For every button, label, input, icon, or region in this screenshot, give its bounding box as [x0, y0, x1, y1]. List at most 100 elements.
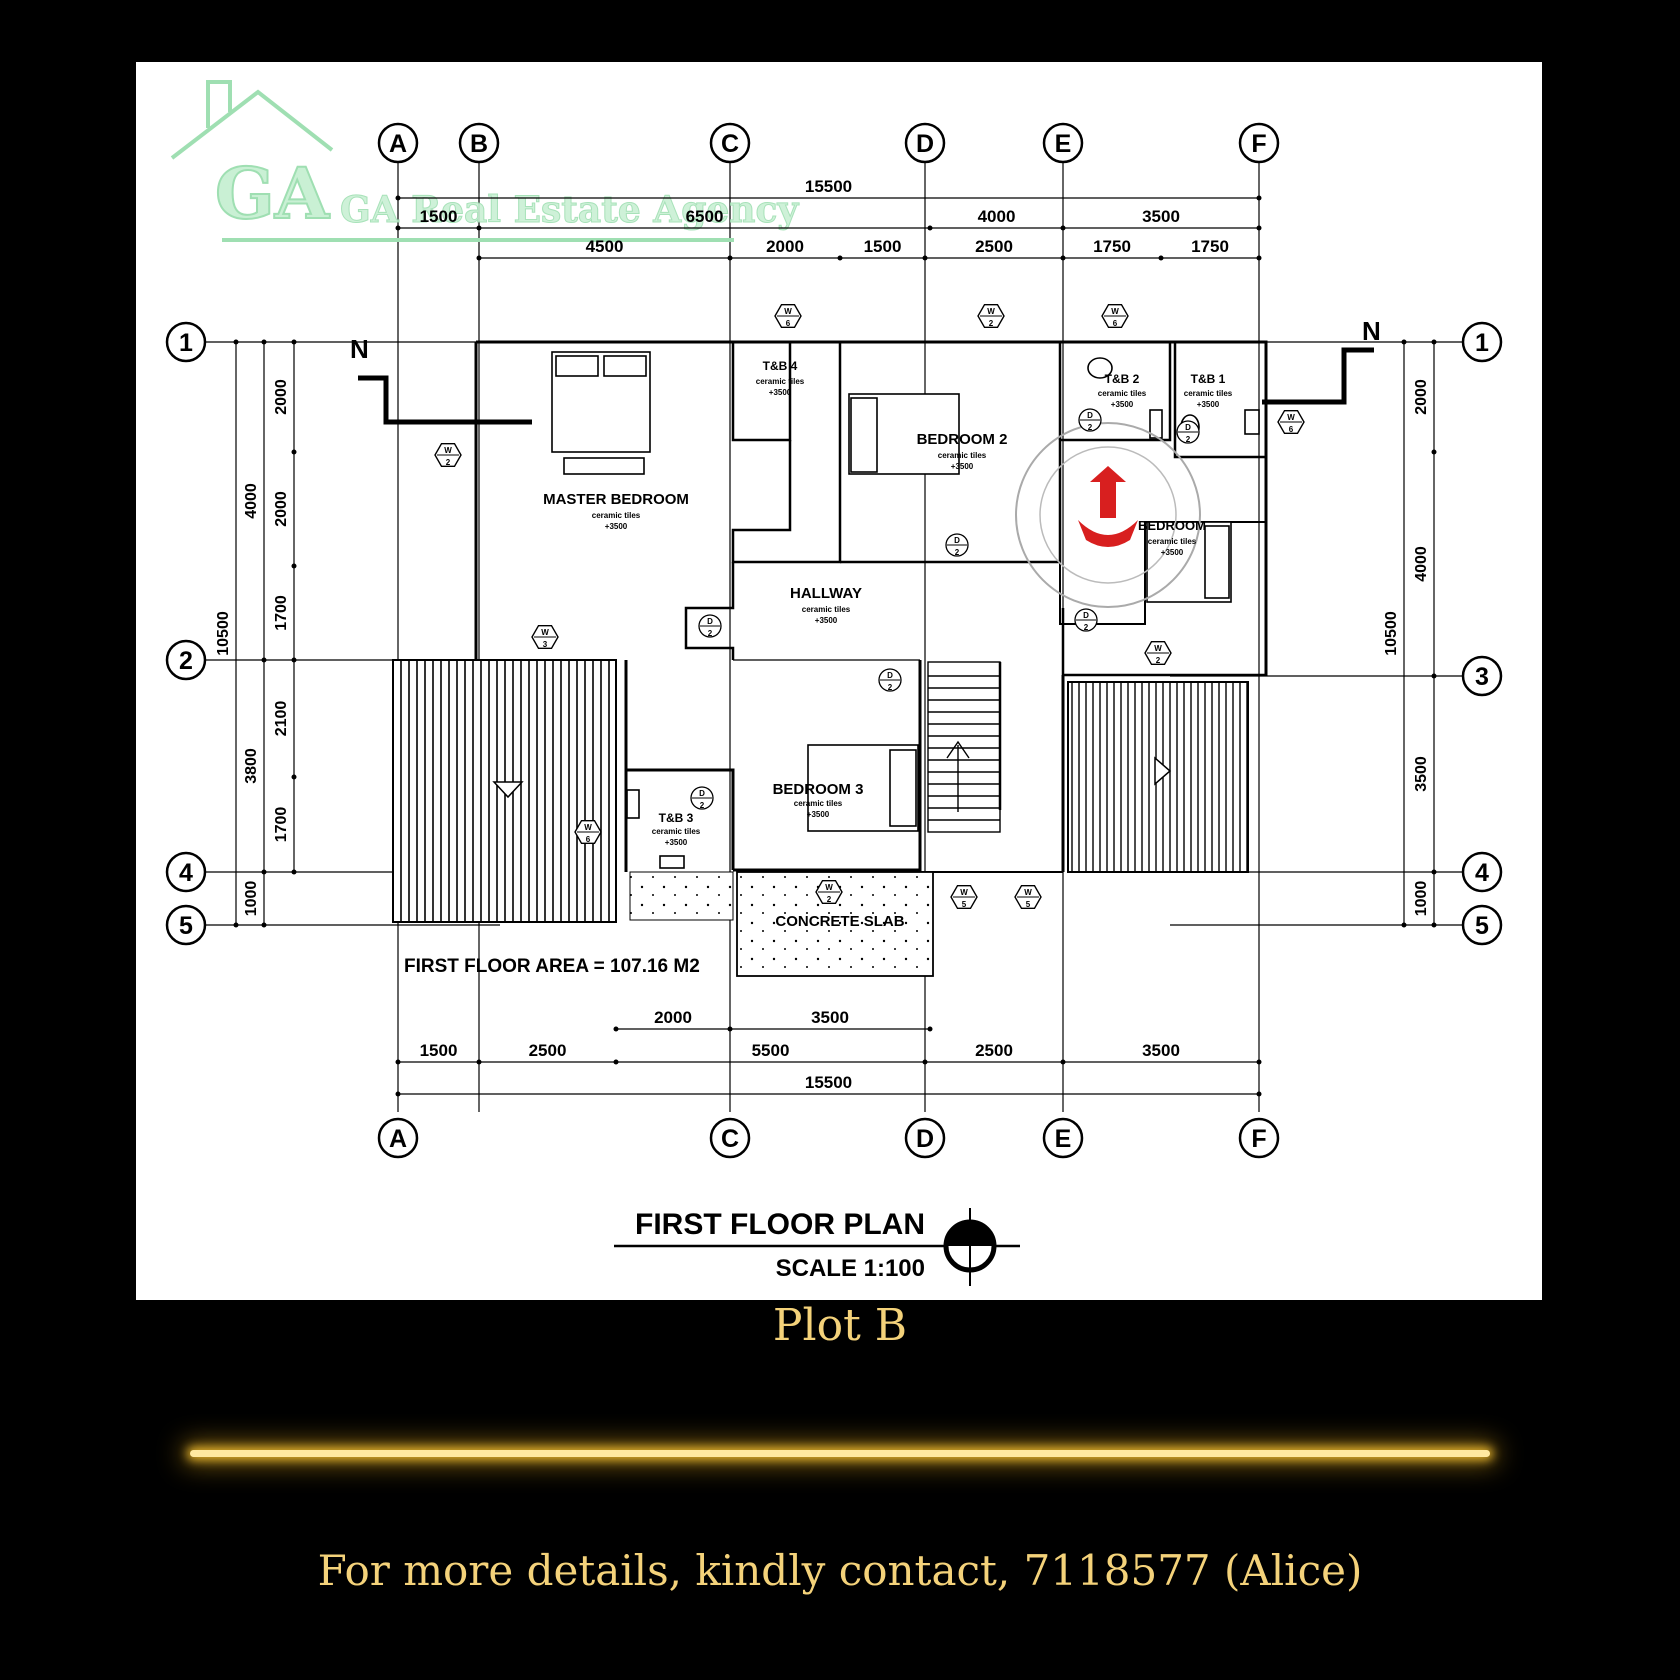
dim-left-seg-value: 4000 [243, 483, 260, 519]
door-tag-number: 2 [708, 629, 713, 638]
dim-bottom-row2-tick [476, 1059, 482, 1065]
dim-top-row2-value: 4000 [978, 207, 1016, 226]
grid-bubble-d: D [904, 122, 946, 164]
room-finish-text: ceramic tiles [802, 605, 851, 614]
room-level-text: +3500 [769, 388, 792, 397]
grid-bubble-label: 2 [179, 647, 193, 675]
dim-top-row3-value: 2500 [975, 237, 1013, 256]
deck-slope-arrow [492, 781, 524, 799]
dim-right-total-tick [1401, 922, 1407, 928]
grid-bubble-e: E [1042, 1117, 1084, 1159]
dim-bottom-row2-tick [922, 1059, 928, 1065]
svg-text:N: N [1362, 316, 1381, 346]
grid-bubble-label: E [1055, 1125, 1072, 1153]
plan-title: FIRST FLOOR PLAN [635, 1208, 925, 1241]
window-tag-letter: W [1154, 644, 1162, 653]
dim-top-row3-value: 1750 [1191, 237, 1229, 256]
dim-top-total-tick [395, 195, 401, 201]
room-label-tb4: T&B 4 [763, 359, 798, 373]
concrete-slab-small [629, 871, 734, 921]
room-level-text: +3500 [1197, 400, 1220, 409]
window-tag-letter: W [987, 307, 995, 316]
agency-watermark-logo: GA GA Real Estate Agency [170, 80, 800, 242]
dim-left-sub-value: 2100 [273, 701, 290, 737]
dim-top-row3-tick [837, 255, 843, 261]
grid-bubble-5: 5 [1461, 904, 1503, 946]
window-tag-letter: W [784, 307, 792, 316]
window-tag-number: 6 [786, 319, 791, 328]
grid-bubble-4: 4 [165, 851, 207, 893]
dim-top-row3-tick [727, 255, 733, 261]
grid-bubble-a: A [377, 122, 419, 164]
dim-top-row2-tick [1256, 225, 1262, 231]
door-tag-letter: D [1087, 411, 1093, 420]
dim-left-sub-value: 1700 [273, 595, 290, 631]
dim-left-sub-value: 2000 [273, 379, 290, 415]
dim-bottom-total-value: 15500 [805, 1073, 852, 1092]
room-level-text: +3500 [605, 522, 628, 531]
furniture [551, 351, 1260, 869]
grid-bubble-label: 4 [1475, 859, 1489, 887]
dim-right-total-tick [1401, 339, 1407, 345]
door-tag: D2 [878, 668, 902, 692]
grid-bubble-label: 1 [179, 329, 193, 357]
dim-top-row3-value: 1750 [1093, 237, 1131, 256]
window-tag-number: 6 [1289, 425, 1294, 434]
dim-top-row2-tick [395, 225, 401, 231]
grid-bubble-label: F [1251, 130, 1266, 158]
window-tag: W3 [531, 625, 559, 649]
dim-bottom-row1-value: 2000 [654, 1008, 692, 1027]
dim-right-seg-value: 1000 [1413, 881, 1430, 917]
window-tag-letter: W [1024, 888, 1032, 897]
window-tag: W2 [434, 443, 462, 467]
window-tag-number: 2 [446, 458, 451, 467]
room-finish-text: ceramic tiles [1184, 389, 1233, 398]
dim-left-sub-tick [291, 657, 297, 663]
room-finish-notes: ceramic tiles +3500 ceramic tiles +3500 cera… [592, 377, 1233, 847]
grid-bubble-label: B [470, 130, 488, 158]
dim-bottom-row2-tick [395, 1059, 401, 1065]
dim-top-total-tick [1256, 195, 1262, 201]
dim-right-seg-value: 2000 [1413, 379, 1430, 415]
door-tag-letter: D [1185, 423, 1191, 432]
dim-right-seg-value: 4000 [1413, 546, 1430, 582]
government-seal [1015, 422, 1201, 608]
window-tag-number: 6 [1113, 319, 1118, 328]
window-tag: W5 [1014, 885, 1042, 909]
room-label-tb1: T&B 1 [1191, 372, 1226, 386]
door-tag: D2 [1078, 408, 1102, 432]
window-tag: W6 [774, 304, 802, 328]
dim-bottom-row1-tick [613, 1026, 619, 1032]
dim-bottom-row1-tick [927, 1026, 933, 1032]
door-tag-letter: D [1083, 611, 1089, 620]
dim-left-sub-tick [291, 449, 297, 455]
dim-bottom-row2-value: 5500 [752, 1041, 790, 1060]
door-tag-letter: D [954, 536, 960, 545]
dim-top-row3-tick [476, 255, 482, 261]
window-tag: W6 [574, 820, 602, 844]
grid-bubble-label: 4 [179, 859, 193, 887]
window-tag-letter: W [1287, 413, 1295, 422]
door-tag: D2 [690, 786, 714, 810]
room-level-text: +3500 [951, 462, 974, 471]
window-tag: W6 [1277, 410, 1305, 434]
door-tag-number: 2 [1088, 423, 1093, 432]
room-finish-text: ceramic tiles [756, 377, 805, 386]
door-tag: D2 [698, 614, 722, 638]
dim-top-total-value: 15500 [805, 177, 852, 196]
dim-left-seg-tick [261, 339, 267, 345]
window-tag-letter: W [960, 888, 968, 897]
dim-right-seg-tick [1431, 339, 1437, 345]
dim-right-seg-value: 3500 [1413, 756, 1430, 792]
grid-bubble-5: 5 [165, 904, 207, 946]
dim-left-sub-tick [291, 869, 297, 875]
room-level-text: +3500 [807, 810, 830, 819]
grid-bubble-a: A [377, 1117, 419, 1159]
dim-left-sub-tick [291, 563, 297, 569]
grid-bubble-label: C [721, 1125, 739, 1153]
dim-right-seg-tick [1431, 869, 1437, 875]
window-tag-number: 5 [962, 900, 967, 909]
window-tag-letter: W [444, 446, 452, 455]
door-tag-letter: D [707, 617, 713, 626]
